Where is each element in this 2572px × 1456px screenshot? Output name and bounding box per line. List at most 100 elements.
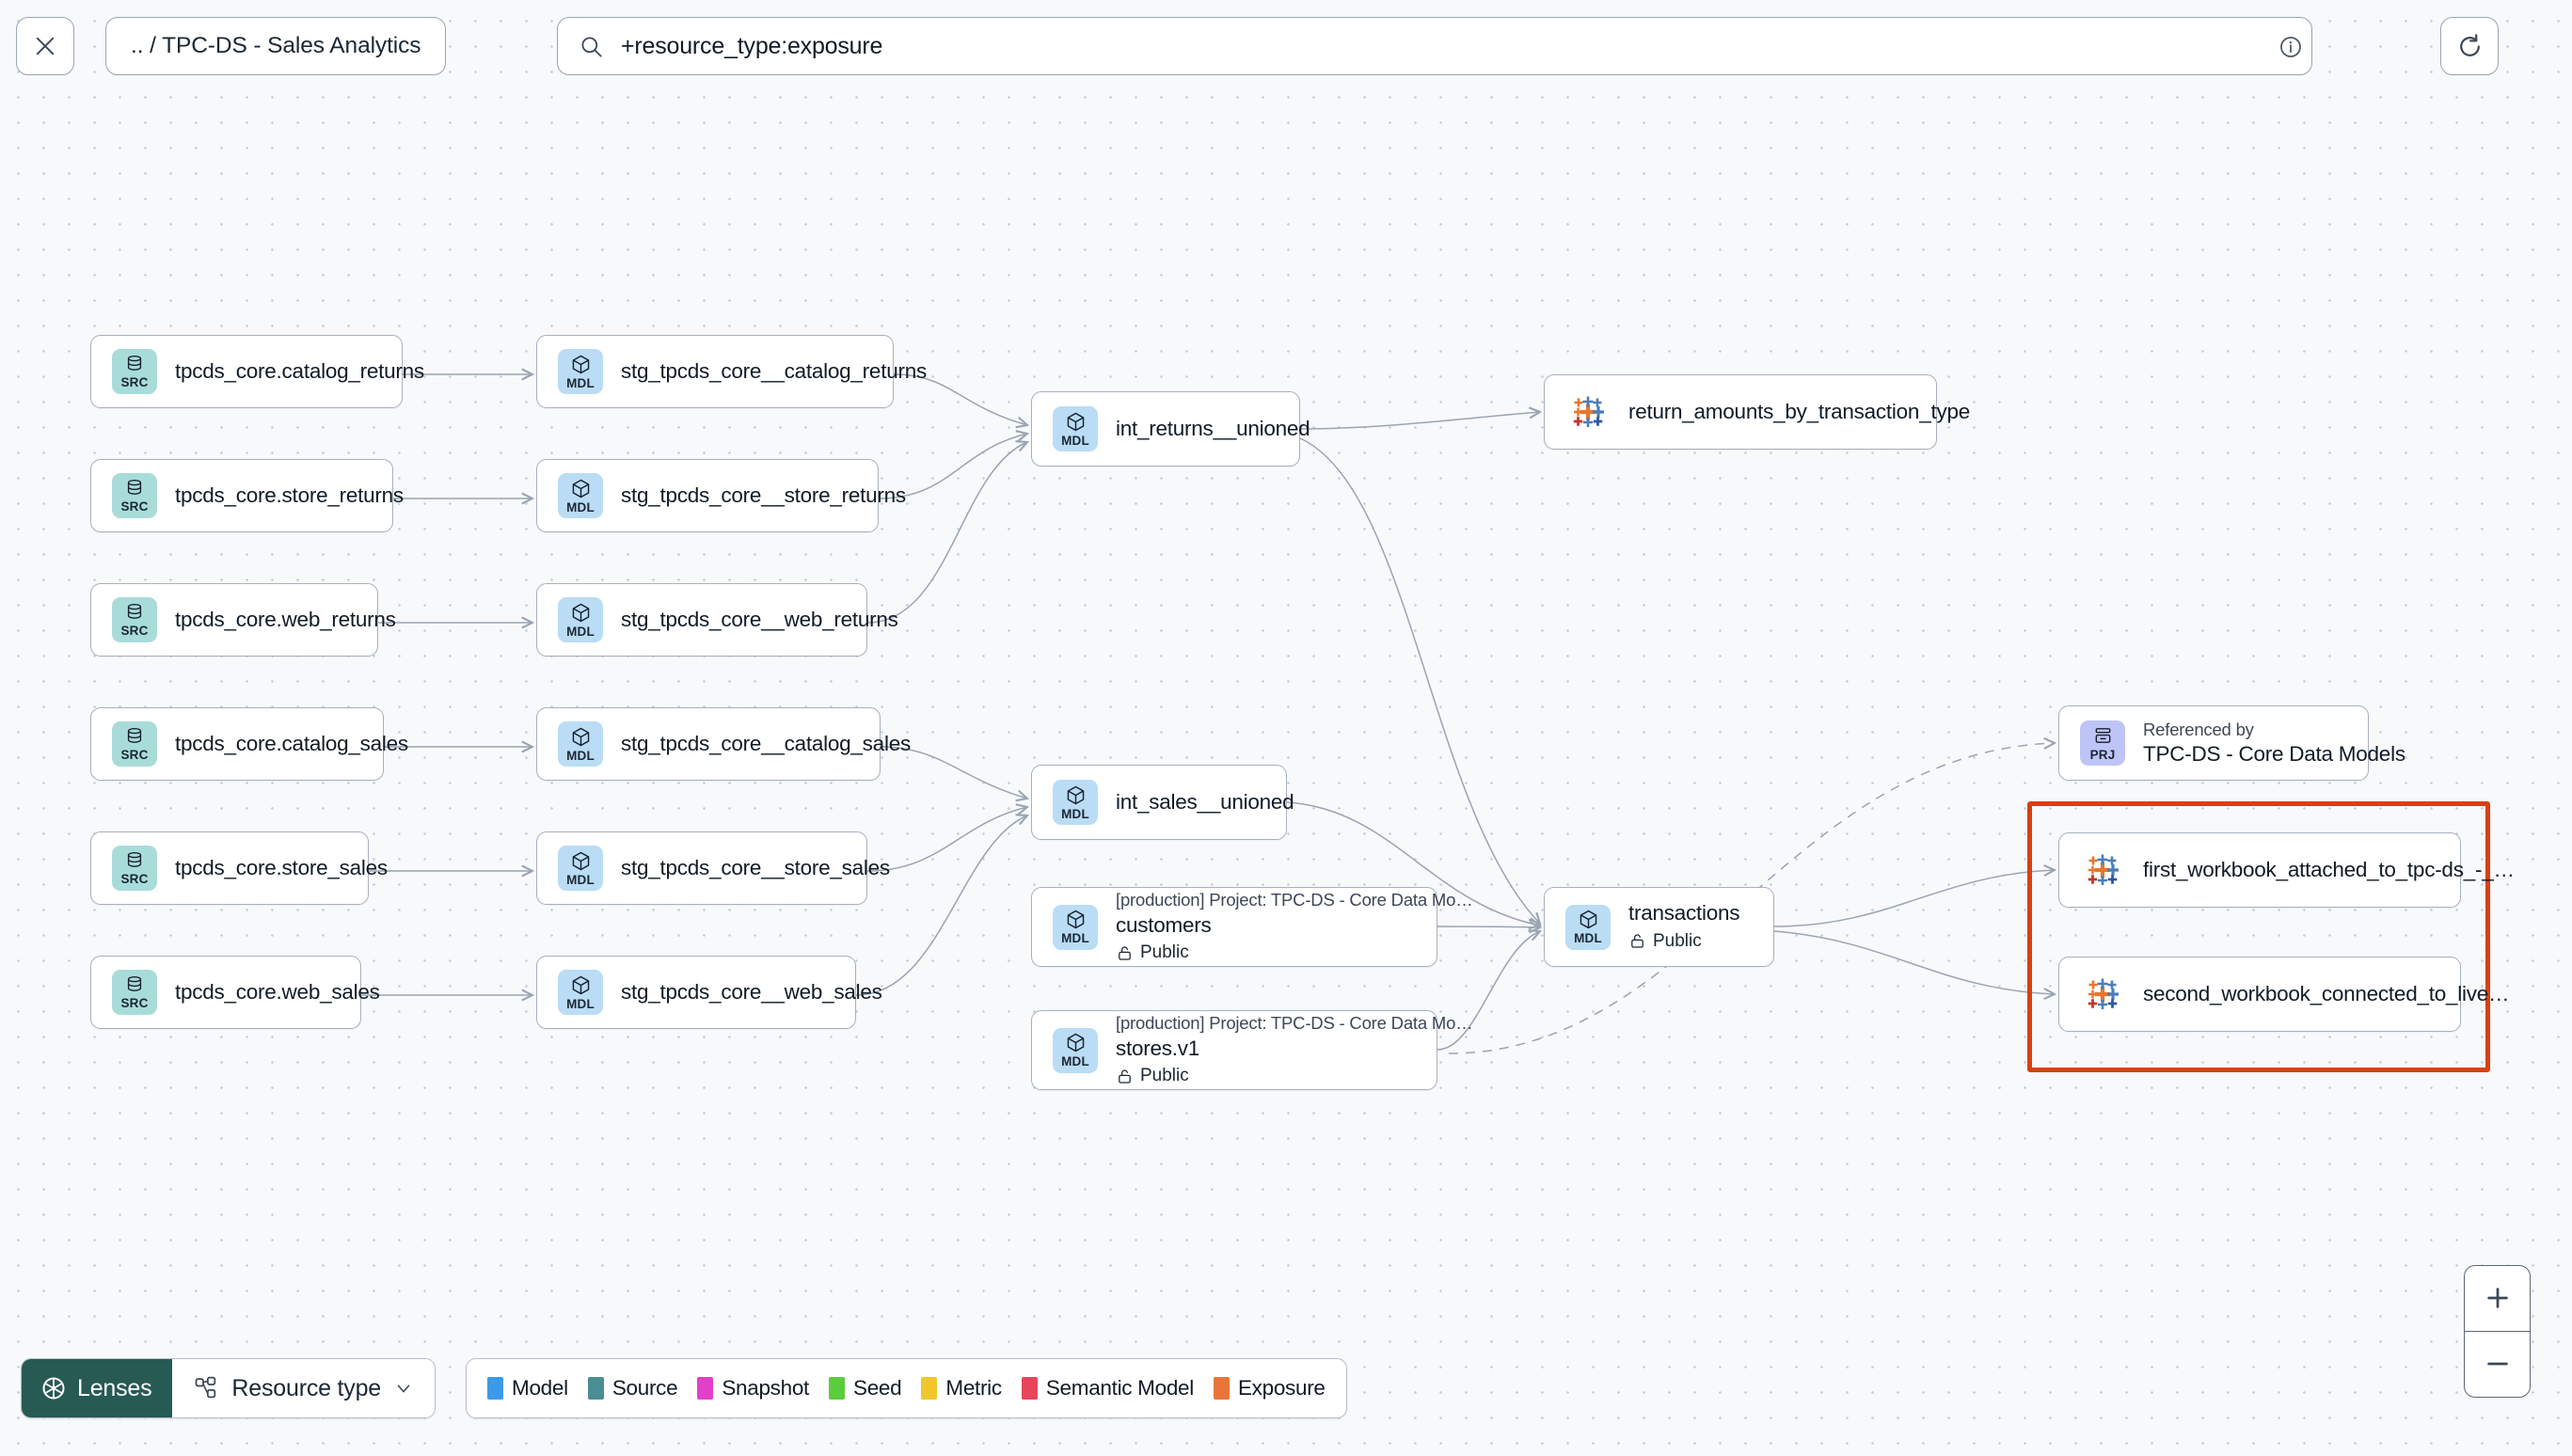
legend-item-exposure[interactable]: Exposure bbox=[1213, 1376, 1326, 1401]
graph-node-mdl-stores-v1[interactable]: MDL[production] Project: TPC-DS - Core D… bbox=[1031, 1010, 1473, 1090]
node-type-badge-label: MDL bbox=[1061, 931, 1089, 946]
graph-node-mdl-stg-store-returns[interactable]: MDL stg_tpcds_core__store_returns bbox=[536, 459, 906, 532]
cube-icon bbox=[572, 479, 589, 498]
node-type-badge-src: SRC bbox=[112, 597, 157, 642]
node-type-badge-src: SRC bbox=[112, 970, 157, 1015]
database-icon bbox=[127, 728, 142, 744]
node-title: int_returns__unioned bbox=[1116, 416, 1310, 440]
node-type-badge-exposure bbox=[1565, 389, 1611, 435]
graph-node-mdl-stg-catalog-returns[interactable]: MDL stg_tpcds_core__catalog_returns bbox=[536, 335, 927, 408]
graph-node-exp-second-workbook[interactable]: second_workbook_connected_to_live… bbox=[2058, 957, 2510, 1032]
tableau-icon bbox=[2088, 854, 2119, 885]
legend-item-source[interactable]: Source bbox=[587, 1376, 678, 1401]
node-title: stg_tpcds_core__web_returns bbox=[621, 607, 898, 631]
legend-label: Exposure bbox=[1237, 1376, 1326, 1400]
node-type-badge-src: SRC bbox=[112, 721, 157, 767]
legend-label: Model bbox=[512, 1376, 568, 1400]
node-title: tpcds_core.web_sales bbox=[175, 979, 380, 1004]
resource-type-dropdown[interactable]: Resource type bbox=[172, 1359, 436, 1417]
search-input[interactable]: +resource_type:exposure bbox=[621, 32, 883, 59]
node-type-badge-mdl: MDL bbox=[558, 349, 603, 394]
legend-swatch bbox=[1021, 1377, 1038, 1400]
node-title: second_workbook_connected_to_live… bbox=[2143, 981, 2510, 1005]
graph-node-src-store-returns[interactable]: SRC tpcds_core.store_returns bbox=[90, 459, 404, 532]
node-labels: stg_tpcds_core__catalog_returns bbox=[621, 358, 927, 386]
info-button[interactable] bbox=[2270, 18, 2311, 76]
graph-node-mdl-stg-store-sales[interactable]: MDL stg_tpcds_core__store_sales bbox=[536, 831, 890, 905]
close-button[interactable] bbox=[16, 17, 74, 75]
node-labels: [production] Project: TPC-DS - Core Data… bbox=[1116, 888, 1473, 966]
node-title: tpcds_core.catalog_returns bbox=[175, 358, 424, 383]
node-labels: stg_tpcds_core__store_returns bbox=[621, 483, 906, 510]
node-labels: tpcds_core.store_returns bbox=[175, 483, 404, 510]
node-visibility-label: Public bbox=[1140, 942, 1189, 963]
node-type-badge-src: SRC bbox=[112, 846, 157, 891]
breadcrumb[interactable]: .. / TPC-DS - Sales Analytics bbox=[105, 17, 447, 75]
node-labels: int_sales__unioned bbox=[1116, 789, 1294, 816]
legend-swatch bbox=[1213, 1377, 1230, 1400]
legend-label: Source bbox=[611, 1376, 678, 1400]
refresh-button[interactable] bbox=[2440, 17, 2499, 75]
node-title: transactions bbox=[1628, 900, 1740, 925]
legend-item-seed[interactable]: Seed bbox=[829, 1376, 902, 1401]
node-labels: tpcds_core.store_sales bbox=[175, 855, 388, 882]
node-type-badge-mdl: MDL bbox=[1053, 904, 1098, 950]
search-icon bbox=[579, 34, 604, 59]
database-icon bbox=[127, 852, 142, 868]
node-visibility: Public bbox=[1116, 941, 1421, 966]
legend-swatch bbox=[921, 1377, 938, 1400]
zoom-in-button[interactable] bbox=[2465, 1266, 2530, 1332]
node-title: return_amounts_by_transaction_type bbox=[1628, 399, 1970, 423]
minus-icon bbox=[2486, 1362, 2508, 1366]
legend-label: Metric bbox=[945, 1376, 1002, 1400]
graph-node-mdl-int-returns-unioned[interactable]: MDL int_returns__unioned bbox=[1031, 391, 1310, 467]
node-type-badge-mdl: MDL bbox=[1053, 406, 1098, 451]
node-type-badge-label: MDL bbox=[566, 499, 595, 514]
node-type-badge-label: MDL bbox=[566, 872, 595, 887]
database-icon bbox=[127, 604, 142, 620]
zoom-out-button[interactable] bbox=[2465, 1332, 2530, 1398]
graph-node-mdl-stg-web-returns[interactable]: MDL stg_tpcds_core__web_returns bbox=[536, 583, 898, 657]
graph-node-exp-first-workbook[interactable]: first_workbook_attached_to_tpc-ds_-_… bbox=[2058, 832, 2515, 908]
graph-node-mdl-stg-catalog-sales[interactable]: MDL stg_tpcds_core__catalog_sales bbox=[536, 707, 911, 781]
legend-label: Snapshot bbox=[722, 1376, 810, 1400]
node-type-badge-mdl: MDL bbox=[1053, 1027, 1098, 1073]
lenses-button[interactable]: Lenses bbox=[22, 1359, 173, 1417]
node-type-badge-label: MDL bbox=[566, 748, 595, 763]
node-visibility: Public bbox=[1116, 1064, 1421, 1089]
legend-label: Semantic Model bbox=[1045, 1376, 1194, 1400]
legend-item-model[interactable]: Model bbox=[487, 1376, 568, 1401]
node-type-badge-mdl: MDL bbox=[558, 597, 603, 642]
graph-node-src-web-sales[interactable]: SRC tpcds_core.web_sales bbox=[90, 956, 380, 1029]
lenses-label: Lenses bbox=[77, 1374, 152, 1401]
legend-item-snapshot[interactable]: Snapshot bbox=[697, 1376, 809, 1401]
search-bar[interactable]: +resource_type:exposure bbox=[557, 17, 2312, 75]
cube-icon bbox=[1067, 785, 1084, 804]
unlock-icon bbox=[1119, 946, 1131, 960]
node-title: stg_tpcds_core__catalog_sales bbox=[621, 731, 911, 755]
node-type-badge-mdl: MDL bbox=[1565, 904, 1611, 950]
node-type-badge-label: SRC bbox=[120, 499, 149, 514]
graph-node-exp-return-amounts[interactable]: return_amounts_by_transaction_type bbox=[1544, 374, 1970, 450]
node-type-badge-label: SRC bbox=[120, 996, 149, 1011]
node-visibility: Public bbox=[1628, 929, 1739, 955]
graph-node-src-store-sales[interactable]: SRC tpcds_core.store_sales bbox=[90, 831, 388, 905]
legend-item-semantic-model[interactable]: Semantic Model bbox=[1021, 1376, 1194, 1401]
graph-node-mdl-customers[interactable]: MDL [production] Project: TPC-DS - Core D… bbox=[1031, 887, 1473, 967]
hierarchy-icon bbox=[196, 1376, 216, 1399]
node-labels: stg_tpcds_core__web_returns bbox=[621, 607, 898, 634]
unlock-icon bbox=[1119, 1069, 1131, 1084]
node-type-badge-mdl: MDL bbox=[558, 846, 603, 891]
cube-icon bbox=[572, 975, 589, 994]
legend-item-metric[interactable]: Metric bbox=[921, 1376, 1002, 1401]
node-labels: stg_tpcds_core__store_sales bbox=[621, 855, 890, 882]
node-subtitle: [production] Project: TPC-DS - Core Data… bbox=[1116, 890, 1473, 910]
